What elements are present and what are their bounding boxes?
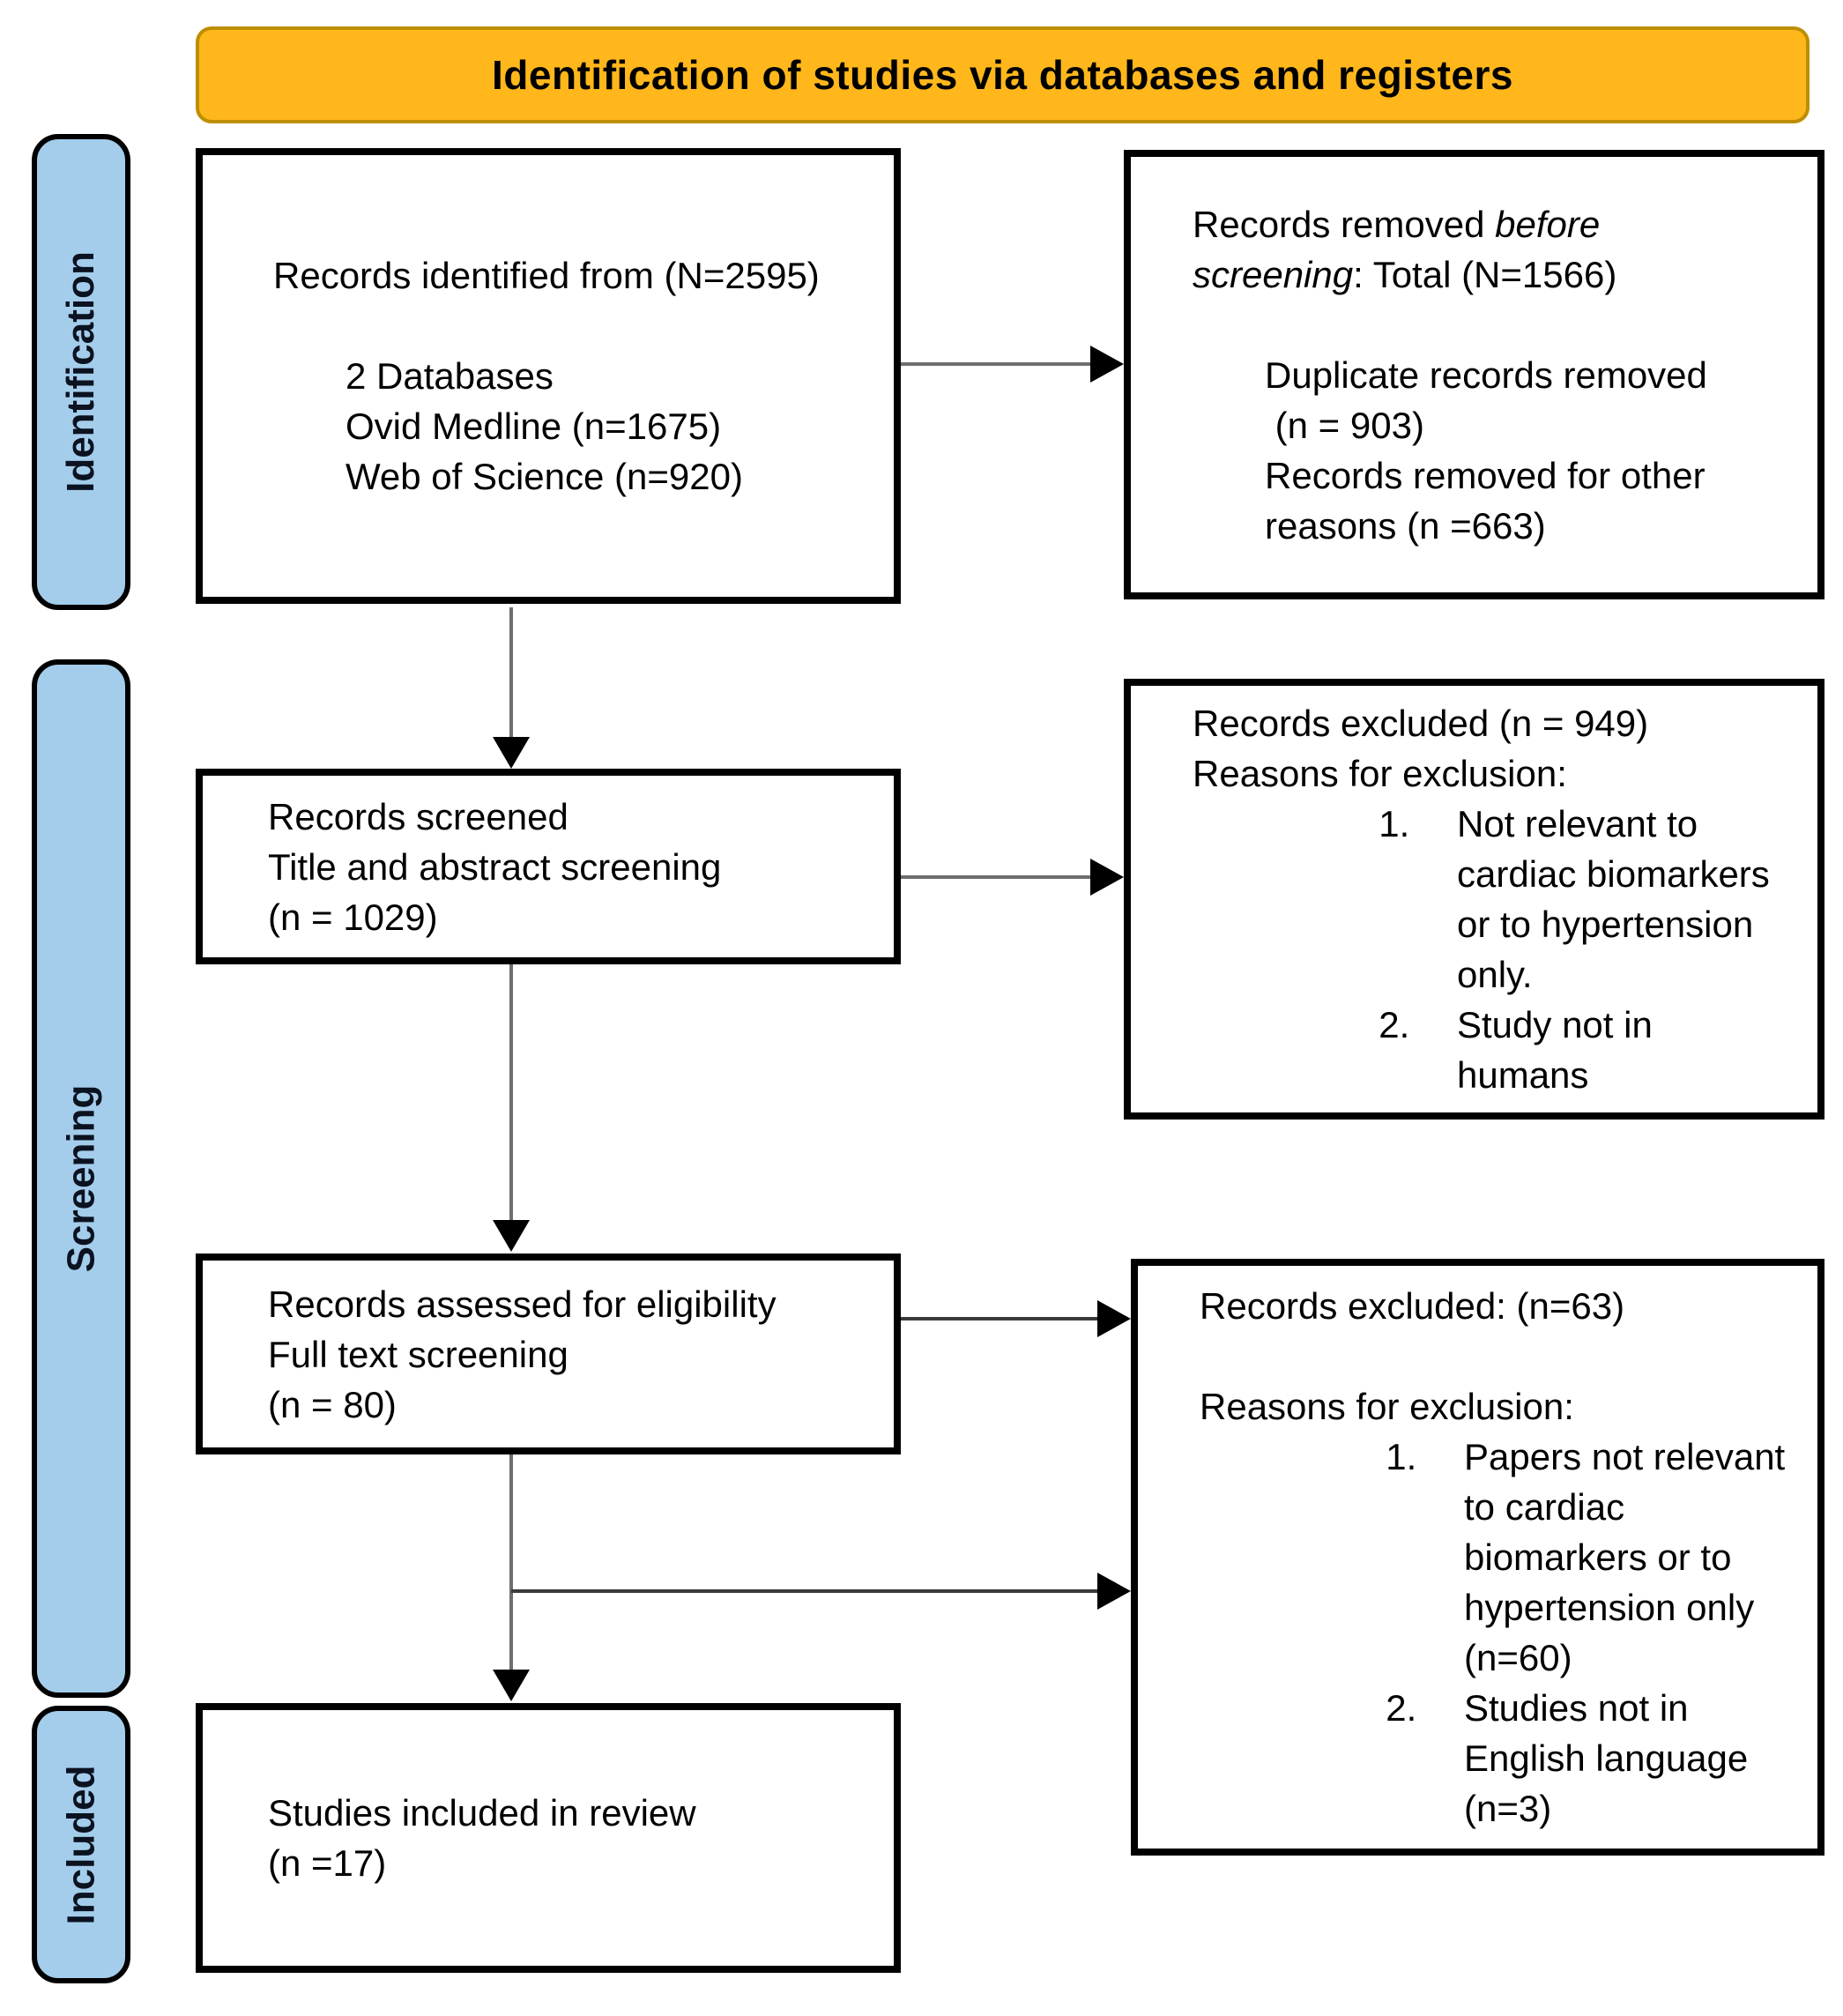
arrowhead-assessed-to-included [493, 1670, 530, 1701]
arrowhead-identified-to-removed [1090, 346, 1124, 383]
excluded-fulltext-title: Records excluded: (n=63) [1200, 1285, 1625, 1327]
exclusion-reason-item: Not relevant to cardiac biomarkers or to… [1420, 799, 1786, 1000]
box-records-excluded-screening: Records excluded (n = 949) Reasons for e… [1124, 679, 1824, 1120]
stage-label-included: Included [59, 1765, 102, 1924]
box-records-identified: Records identified from (N=2595) 2 Datab… [196, 148, 901, 604]
stage-label-screening: Screening [59, 1084, 102, 1273]
arrowhead-branch-to-excluded [1097, 1573, 1131, 1610]
duplicates-removed-count: (n = 903) [1265, 404, 1424, 446]
records-assessed-line1: Records assessed for eligibility [268, 1283, 777, 1325]
stage-bar-screening: Screening [32, 659, 130, 1698]
arrowhead-screened-to-excluded [1090, 859, 1124, 896]
records-screened-line2: Title and abstract screening [268, 845, 722, 888]
records-removed-title-part1: Records removed [1193, 203, 1496, 245]
box-studies-included: Studies included in review (n =17) [196, 1703, 901, 1973]
stage-label-identification: Identification [59, 251, 102, 493]
duplicates-removed-line: Duplicate records removed [1265, 353, 1707, 396]
title-banner: Identification of studies via databases … [196, 26, 1810, 123]
stage-bar-included: Included [32, 1706, 130, 1983]
arrowhead-screened-to-assessed [493, 1220, 530, 1252]
blank-line [1193, 300, 1786, 350]
arrowhead-assessed-to-excluded [1097, 1300, 1131, 1337]
exclusion-reason-item: Study not in humans [1420, 1000, 1786, 1100]
blank-line [1200, 1331, 1796, 1381]
box-records-assessed: Records assessed for eligibility Full te… [196, 1253, 901, 1454]
records-removed-title-italic: before screening [1193, 203, 1601, 295]
box-records-screened: Records screened Title and abstract scre… [196, 769, 901, 964]
excluded-fulltext-reasons-label: Reasons for exclusion: [1200, 1386, 1574, 1427]
diagram-title: Identification of studies via databases … [492, 52, 1513, 98]
excluded-fulltext-reasons-list: Papers not relevant to cardiac biomarker… [1200, 1432, 1796, 1834]
records-removed-title-part2: : Total (N=1566) [1353, 253, 1617, 295]
records-screened-line1: Records screened [268, 795, 569, 837]
exclusion-reason-item: Papers not relevant to cardiac biomarker… [1427, 1432, 1796, 1683]
records-assessed-line2: Full text screening [268, 1333, 569, 1375]
records-identified-ovid: Ovid Medline (n=1675) [346, 405, 722, 447]
records-identified-wos: Web of Science (n=920) [346, 456, 743, 497]
box-records-removed-before-screening: Records removed before screening: Total … [1124, 150, 1824, 599]
studies-included-count: (n =17) [268, 1842, 387, 1884]
removed-other-reasons-line: Records removed for other reasons (n =66… [1265, 454, 1716, 547]
excluded-screening-reasons-label: Reasons for exclusion: [1193, 753, 1567, 794]
box-records-excluded-fulltext: Records excluded: (n=63) Reasons for exc… [1131, 1259, 1824, 1856]
excluded-screening-reasons-list: Not relevant to cardiac biomarkers or to… [1193, 799, 1786, 1100]
exclusion-reason-item: Studies not in English language (n=3) [1427, 1683, 1796, 1834]
records-removed-title: Records removed before screening: Total … [1193, 199, 1757, 300]
records-screened-count: (n = 1029) [268, 896, 438, 938]
records-assessed-count: (n = 80) [268, 1383, 397, 1425]
records-identified-title: Records identified from (N=2595) [273, 255, 820, 296]
studies-included-title: Studies included in review [268, 1792, 696, 1834]
blank-line [273, 301, 867, 351]
excluded-screening-title: Records excluded (n = 949) [1193, 703, 1649, 744]
stage-bar-identification: Identification [32, 134, 130, 610]
records-identified-databases: 2 Databases [346, 355, 554, 397]
arrowhead-identified-to-screened [493, 737, 530, 769]
